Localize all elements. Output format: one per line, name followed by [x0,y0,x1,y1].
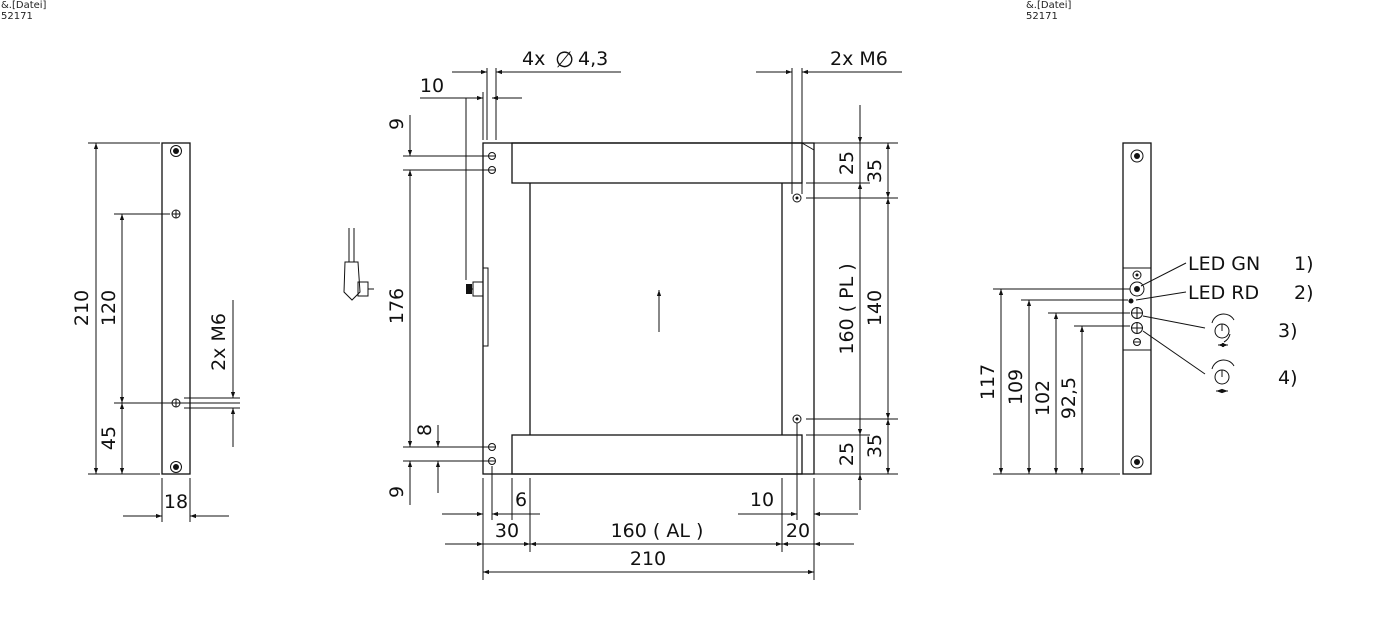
dim-140-label: 140 [864,290,886,326]
bottom-bar [511,434,803,475]
led-gn-label: LED GN [1188,253,1260,275]
potentiometer-icon [1131,322,1143,334]
hole-dia-label: 4,3 [578,48,608,70]
hole-icon [488,443,496,451]
led-gn-ref: 1) [1294,253,1314,275]
screw-icon [1130,149,1144,163]
header-left-line1: &.[Datei] [1,0,47,11]
header-right-line2: 52171 [1026,11,1058,22]
m6-label: 2x M6 [830,48,888,70]
ref-3-label: 3) [1278,320,1298,342]
potentiometer-icon [1131,307,1143,319]
dim-176-label: 176 [386,288,408,324]
header-left: &.[Datei] 52171 [1,0,46,22]
led-rd-label: LED RD [1188,282,1259,304]
connector-plug [472,281,484,297]
header-left-line2: 52171 [1,11,33,22]
screw-icon [170,461,182,473]
top-bar [511,142,803,184]
dim-109-label: 109 [1005,369,1027,405]
thread-hole-icon [792,193,802,203]
dim-925-label: 92,5 [1058,377,1080,419]
dim-9-bottom-label: 9 [386,486,408,498]
header-right: &.[Datei] 52171 [1026,0,1071,22]
dim-120-label: 120 [98,290,120,326]
dim-m6-label: 2x M6 [208,313,230,371]
ref-4-label: 4) [1278,367,1298,389]
dim-9-top-label: 9 [386,118,408,130]
screw-icon [1130,455,1144,469]
connector-icon [1129,281,1145,297]
dim-pl-label: 160 ( PL ) [836,263,858,354]
adjust-knob-icon [1211,359,1235,394]
led-rd-icon [1128,298,1134,304]
frame-outline [482,142,815,475]
thread-hole-icon [171,209,181,219]
dim-8-label: 8 [414,424,436,436]
header-right-line1: &.[Datei] [1026,0,1072,11]
holes-count-label: 4x [522,48,545,70]
hole-icon [488,166,496,174]
dim-102-label: 102 [1032,380,1054,416]
led-gn-icon [1132,270,1142,280]
dim-10-bottom-label: 10 [750,489,774,511]
front-view: 4x ∅ 4,3 10 2x M6 9 176 8 9 [343,48,902,580]
cable-connector-icon [343,228,374,301]
dim-35-top-label: 35 [864,159,886,183]
screw-icon [170,145,182,157]
hole-icon [488,152,496,160]
dim-117-label: 117 [977,364,999,400]
dim-45-label: 45 [98,426,120,450]
dim-35-bottom-label: 35 [864,434,886,458]
dim-10-top-label: 10 [420,75,444,97]
side-profile [1122,142,1152,475]
dim-al-label: 160 ( AL ) [611,520,704,542]
dim-210-label: 210 [630,548,666,570]
diameter-symbol: ∅ [555,48,574,73]
hole-icon [1133,338,1141,346]
dim-25-bottom-label: 25 [836,442,858,466]
connector-plate [482,267,489,347]
dim-210-label: 210 [71,290,93,326]
dim-18-label: 18 [164,491,188,513]
adjust-knob-icon [1211,313,1235,348]
dim-20-label: 20 [786,520,810,542]
dim-25-top-label: 25 [836,151,858,175]
dim-6-label: 6 [515,489,527,511]
right-side-view: LED GN 1) LED RD 2) 3) 4) 117 109 10 [977,142,1314,475]
side-profile [161,142,191,475]
hole-icon [488,457,496,465]
thread-hole-icon [792,414,802,424]
dim-30-label: 30 [495,520,519,542]
led-rd-ref: 2) [1294,282,1314,304]
left-side-view: 210 120 45 2x M6 18 [71,142,240,522]
